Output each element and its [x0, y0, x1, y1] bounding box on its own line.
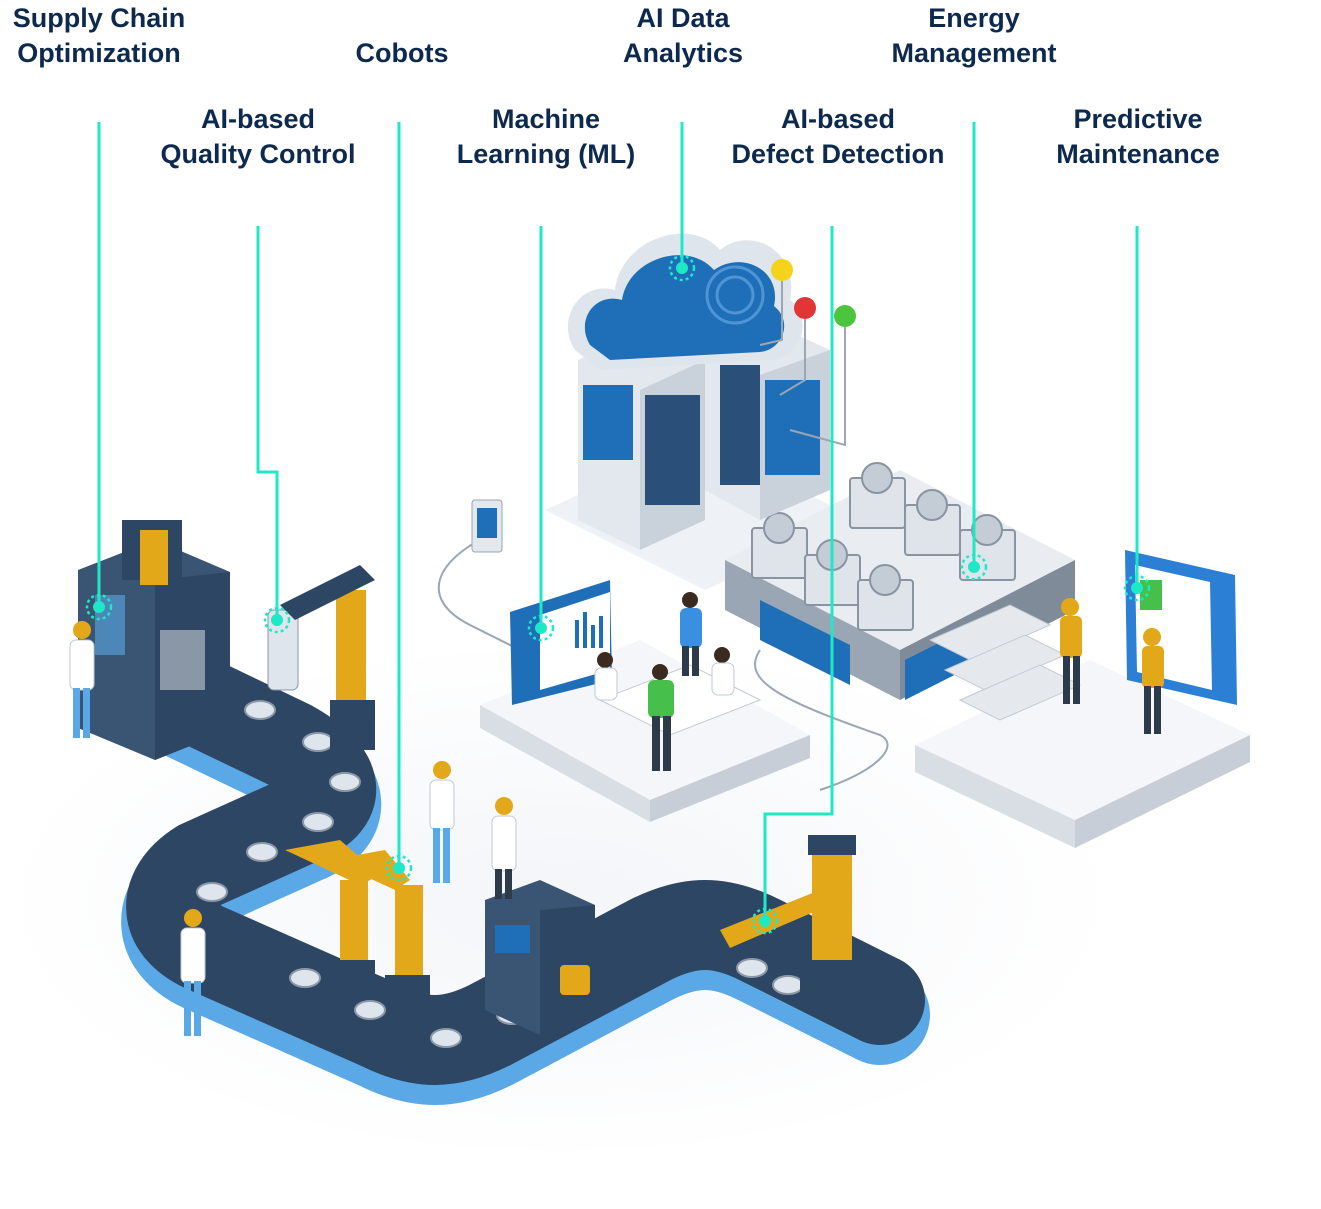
cable-right — [754, 649, 889, 791]
label-line: AI-based — [200, 104, 316, 134]
maintenance-workers — [1060, 598, 1164, 734]
callout-lines — [97, 122, 1139, 921]
hotspot-cobots — [385, 854, 413, 882]
label-predictive-maintenance: Predictive Maintenance — [1040, 102, 1236, 172]
hotspot-defect-detection — [751, 907, 779, 935]
label-line: Analytics — [622, 38, 744, 68]
label-line: Defect Detection — [731, 139, 945, 169]
hotspot-energy-management — [960, 553, 988, 581]
cooling-units — [751, 462, 1016, 631]
hotspot-predictive-maintenance — [1123, 574, 1151, 602]
label-line: Cobots — [355, 38, 449, 68]
label-ai-based-defect-detection: AI-based Defect Detection — [718, 102, 958, 172]
maintenance-screen — [1125, 550, 1237, 705]
defect-detection-gate — [720, 835, 860, 1000]
quality-control-robot — [267, 565, 375, 750]
label-cobots: Cobots — [340, 36, 464, 71]
conveyor-parts — [194, 673, 804, 1048]
label-line: AI Data — [636, 3, 730, 33]
label-supply-chain-optimization: Supply Chain Optimization — [2, 1, 196, 71]
label-line: Energy — [928, 3, 1020, 33]
label-line: Supply Chain — [12, 3, 186, 33]
maintenance-platform — [915, 660, 1250, 848]
stairs — [928, 604, 1082, 721]
ml-dashboard-screen — [510, 580, 612, 705]
cobot-arms — [285, 840, 430, 1005]
conveyor-belt — [115, 640, 930, 1105]
hotspot-quality-control — [263, 606, 291, 634]
supply-machine — [78, 520, 230, 760]
label-line: Machine — [491, 104, 601, 134]
label-line: Optimization — [17, 38, 181, 68]
label-line: Maintenance — [1056, 139, 1220, 169]
server-racks — [578, 318, 830, 550]
label-line: Learning (ML) — [456, 139, 636, 169]
label-line: Predictive — [1073, 104, 1203, 134]
factory-workers — [69, 621, 517, 1036]
label-ai-based-quality-control: AI-based Quality Control — [150, 102, 366, 172]
label-ai-data-analytics: AI Data Analytics — [610, 1, 756, 71]
hotspot-machine-learning — [527, 614, 555, 642]
callout-hotspots — [85, 254, 1151, 935]
hotspot-supply-chain — [85, 593, 113, 621]
label-energy-management: Energy Management — [876, 1, 1072, 71]
hotspot-data-analytics — [668, 254, 696, 282]
label-line: Quality Control — [160, 139, 356, 169]
control-cabinet — [485, 880, 595, 1035]
label-line: Management — [891, 38, 1057, 68]
people-meeting — [594, 592, 735, 771]
label-machine-learning: Machine Learning (ML) — [440, 102, 652, 172]
label-line: AI-based — [780, 104, 896, 134]
status-indicators — [759, 259, 856, 447]
cloud — [567, 233, 803, 370]
